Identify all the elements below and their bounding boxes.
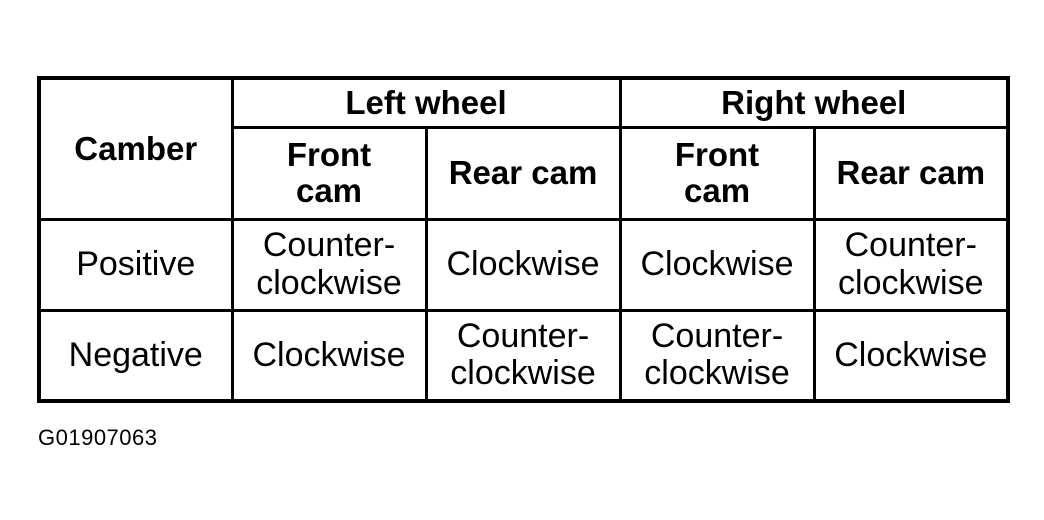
table-header-row-group: Camber Left wheel Right wheel [37,76,1010,221]
figure-id: G01907063 [38,425,158,450]
table-header-row-sub: Front cam Rear cam Front cam Rear cam [39,125,1010,221]
table-cell: Counter- clockwise [812,217,1010,312]
table-row-positive: Positive Counter- clockwise Clockwise Cl… [37,217,1010,312]
table-cell: Clockwise [424,217,622,312]
left-wheel-header: Left wheel [230,76,622,129]
right-front-cam-header: Front cam [618,125,816,221]
table-cell: Clockwise [230,308,428,403]
table-cell: Clockwise [618,217,816,312]
table-cell: Counter- clockwise [618,308,816,403]
row-label-negative: Negative [37,308,234,403]
table-cell: Counter- clockwise [230,217,428,312]
right-rear-cam-header: Rear cam [812,125,1010,221]
table-row-negative: Negative Clockwise Counter- clockwise Co… [37,308,1010,403]
table-cell: Counter- clockwise [424,308,622,403]
left-rear-cam-header: Rear cam [424,125,622,221]
camber-header: Camber [37,76,234,221]
left-front-cam-header: Front cam [230,125,428,221]
camber-adjustment-table: Camber Left wheel Right wheel Front cam … [37,76,1011,403]
table-cell: Clockwise [812,308,1010,403]
row-label-positive: Positive [37,217,234,312]
right-wheel-header: Right wheel [618,76,1010,129]
